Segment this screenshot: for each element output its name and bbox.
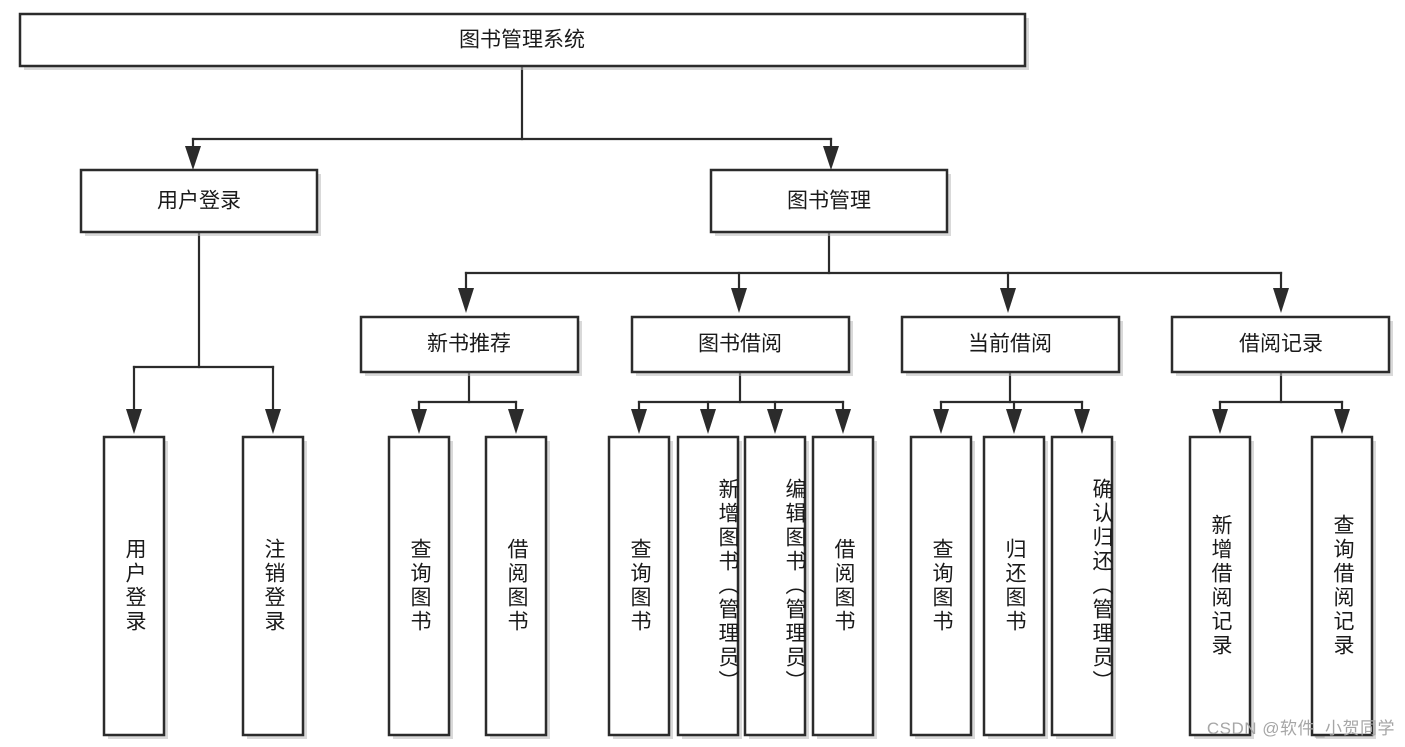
node-leaf-edit-book[interactable] — [743, 435, 809, 739]
node-leaf-logout[interactable] — [241, 435, 307, 739]
node-leaf-query-book-rec-rect — [387, 435, 451, 737]
arrow-current-borrow — [1000, 288, 1016, 313]
node-leaf-borrow-book-rect — [811, 435, 875, 737]
connector-borrowrecord-to-leaves — [1212, 370, 1350, 434]
node-leaf-edit-book-rect — [743, 435, 807, 737]
node-leaf-return-book-rect — [982, 435, 1046, 737]
node-leaf-confirm-return-rect — [1050, 435, 1114, 737]
node-root-label: 图书管理系统 — [459, 29, 585, 52]
arrow-book-manage — [823, 146, 839, 170]
node-book-manage-rect — [709, 168, 949, 234]
node-book-borrow-rect — [630, 315, 851, 374]
connector-userlogin-to-leaves — [126, 230, 281, 434]
node-leaf-query-book-borrow-rect — [607, 435, 671, 737]
node-leaf-user-login[interactable] — [102, 435, 168, 739]
node-leaf-query-book-current-rect — [909, 435, 973, 737]
node-current-borrow[interactable]: 当前借阅 — [900, 315, 1123, 376]
node-borrow-record-rect — [1170, 315, 1391, 374]
connector-bookmanage-to-level3 — [458, 230, 1289, 313]
arrow-leaf-add-record — [1212, 409, 1228, 434]
node-new-book-recommend[interactable]: 新书推荐 — [359, 315, 582, 376]
csdn-watermark: CSDN @软件_小贺同学 — [1206, 719, 1395, 738]
node-current-borrow-rect — [900, 315, 1121, 374]
node-root[interactable]: 图书管理系统 — [18, 12, 1029, 70]
node-leaf-add-record-rect — [1188, 435, 1252, 737]
node-leaf-borrow-book-rec[interactable] — [484, 435, 550, 739]
node-new-book-recommend-label: 新书推荐 — [427, 333, 511, 356]
arrow-leaf-query-record — [1334, 409, 1350, 434]
node-new-book-recommend-rect — [359, 315, 580, 374]
node-leaf-confirm-return[interactable] — [1050, 435, 1116, 739]
node-leaf-query-record[interactable] — [1310, 435, 1376, 739]
arrow-new-book-recommend — [458, 288, 474, 313]
arrow-book-borrow — [731, 288, 747, 313]
node-leaf-query-book-current[interactable] — [909, 435, 975, 739]
connector-root-to-level2 — [185, 64, 839, 170]
node-leaf-logout-rect — [241, 435, 305, 737]
arrow-leaf-borrow-book — [835, 409, 851, 434]
node-user-login-rect — [79, 168, 319, 234]
node-leaf-add-book[interactable] — [676, 435, 742, 739]
node-leaf-query-book-borrow[interactable] — [607, 435, 673, 739]
node-book-manage[interactable]: 图书管理 — [709, 168, 951, 236]
node-leaf-borrow-book[interactable] — [811, 435, 877, 739]
arrow-leaf-logout — [265, 409, 281, 434]
arrow-leaf-user-login — [126, 409, 142, 434]
node-user-login[interactable]: 用户登录 — [79, 168, 321, 236]
node-leaf-query-record-rect — [1310, 435, 1374, 737]
node-leaf-query-book-rec[interactable] — [387, 435, 453, 739]
node-leaf-add-book-rect — [676, 435, 740, 737]
connector-currentborrow-to-leaves — [933, 370, 1090, 434]
connector-bookborrow-to-leaves — [631, 370, 851, 434]
arrow-leaf-add-book — [700, 409, 716, 434]
node-book-borrow[interactable]: 图书借阅 — [630, 315, 853, 376]
arrow-borrow-record — [1273, 288, 1289, 313]
arrow-leaf-return-book — [1006, 409, 1022, 434]
node-borrow-record[interactable]: 借阅记录 — [1170, 315, 1393, 376]
arrow-leaf-edit-book — [767, 409, 783, 434]
node-leaf-add-record[interactable] — [1188, 435, 1254, 739]
arrow-leaf-query-book-current — [933, 409, 949, 434]
node-borrow-record-label: 借阅记录 — [1239, 333, 1323, 356]
node-user-login-label: 用户登录 — [157, 190, 241, 213]
node-leaf-borrow-book-rec-rect — [484, 435, 548, 737]
node-current-borrow-label: 当前借阅 — [968, 333, 1052, 356]
connector-newbook-to-leaves — [411, 370, 524, 434]
arrow-leaf-borrow-book-rec — [508, 409, 524, 434]
node-leaf-user-login-rect — [102, 435, 166, 737]
node-book-borrow-label: 图书借阅 — [698, 333, 782, 356]
arrow-leaf-confirm-return — [1074, 409, 1090, 434]
node-book-manage-label: 图书管理 — [787, 190, 871, 213]
node-leaf-return-book[interactable] — [982, 435, 1048, 739]
arrow-user-login — [185, 146, 201, 170]
arrow-leaf-query-book-borrow — [631, 409, 647, 434]
arrow-leaf-query-book-rec — [411, 409, 427, 434]
node-root-rect — [18, 12, 1027, 68]
